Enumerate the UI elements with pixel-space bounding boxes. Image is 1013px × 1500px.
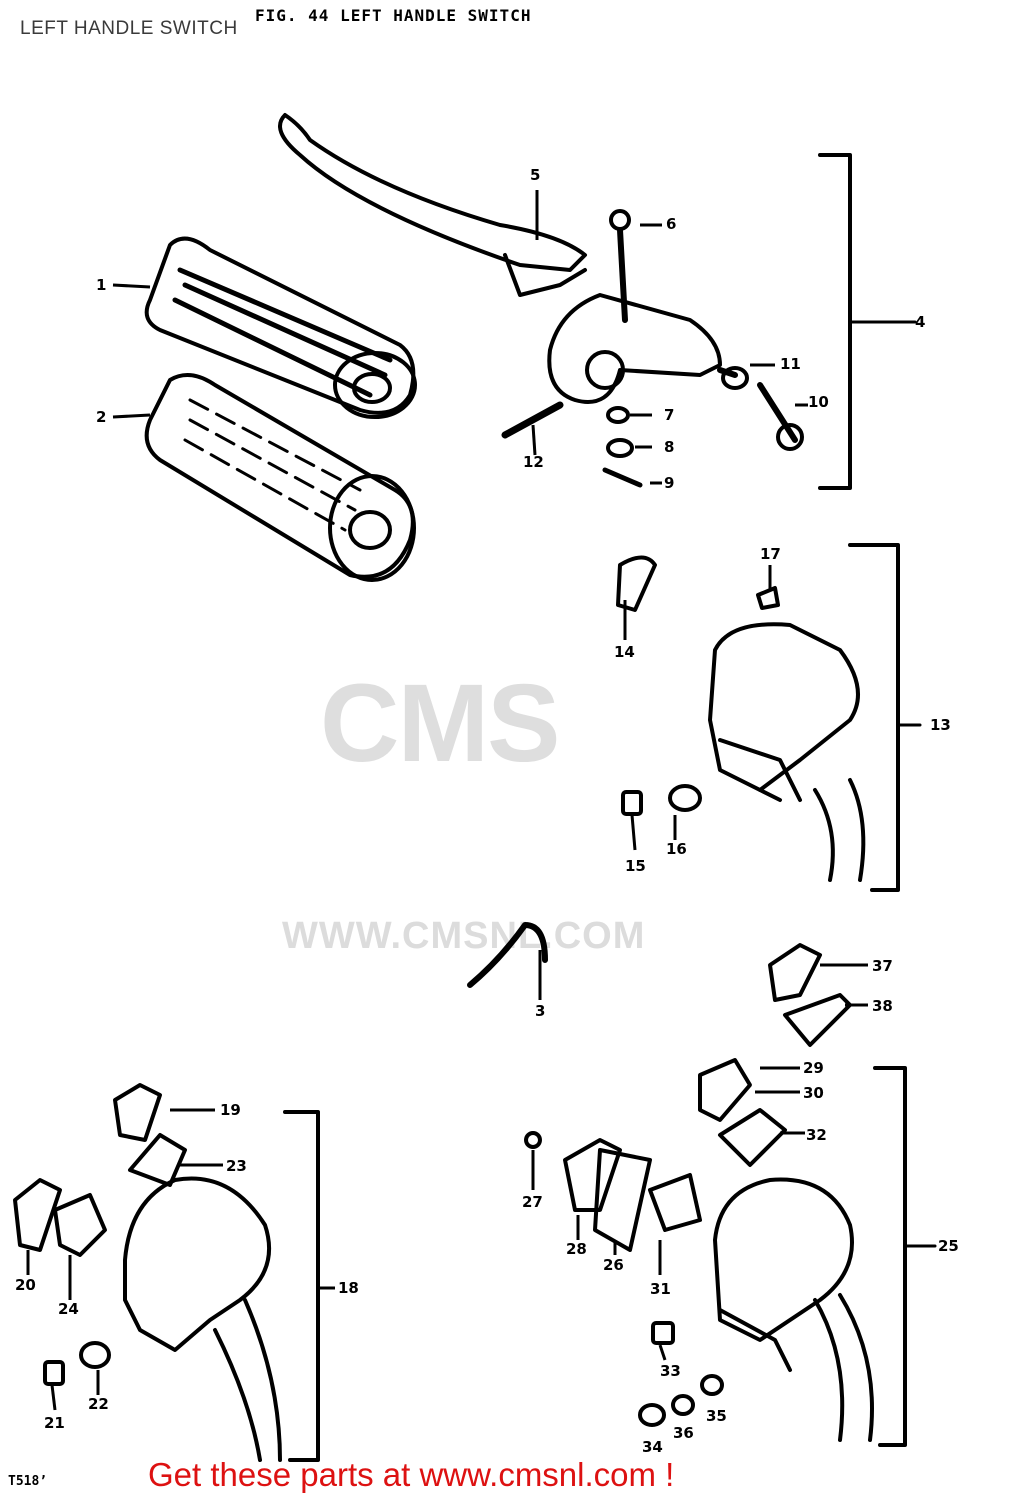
watermark-logo: CMS (320, 662, 560, 785)
callout-9: 9 (664, 474, 675, 492)
switch-housing-18 (13, 1083, 282, 1462)
callout-34: 34 (642, 1438, 663, 1456)
bracket-4 (818, 153, 852, 490)
watermark-url: WWW.CMSNL.COM (282, 915, 646, 957)
callout-14: 14 (614, 643, 635, 661)
callout-24: 24 (58, 1300, 79, 1318)
callout-15: 15 (625, 857, 646, 875)
callout-25: 25 (938, 1237, 959, 1255)
figure-code: T518’ (8, 1474, 48, 1489)
callout-18: 18 (338, 1279, 359, 1297)
callout-38: 38 (872, 997, 893, 1015)
callout-36: 36 (673, 1424, 694, 1442)
callout-19: 19 (220, 1101, 241, 1119)
switch-housing-13 (616, 555, 866, 882)
callout-33: 33 (660, 1362, 681, 1380)
callout-21: 21 (44, 1414, 65, 1432)
wire-3 (467, 922, 548, 988)
figure-title: FIG. 44 LEFT HANDLE SWITCH (255, 6, 532, 25)
callout-11: 11 (780, 355, 801, 373)
callout-1: 1 (96, 276, 107, 294)
callout-6: 6 (666, 215, 677, 233)
callout-31: 31 (650, 1280, 671, 1298)
lever-holder (501, 209, 804, 488)
callout-4: 4 (915, 313, 926, 331)
callout-13: 13 (930, 716, 951, 734)
callout-20: 20 (15, 1276, 36, 1294)
callout-32: 32 (806, 1126, 827, 1144)
bracket-18 (283, 1110, 320, 1462)
bracket-13 (848, 543, 900, 892)
callout-22: 22 (88, 1395, 109, 1413)
callout-29: 29 (803, 1059, 824, 1077)
callout-12: 12 (523, 453, 544, 471)
switch-housing-25 (524, 943, 874, 1442)
callout-17: 17 (760, 545, 781, 563)
clutch-lever (278, 113, 587, 297)
grip-lower (144, 373, 416, 582)
callout-5: 5 (530, 166, 541, 184)
callout-35: 35 (706, 1407, 727, 1425)
callout-37: 37 (872, 957, 893, 975)
callout-26: 26 (603, 1256, 624, 1274)
bracket-25 (873, 1066, 907, 1447)
callout-8: 8 (664, 438, 675, 456)
grip-upper (144, 236, 417, 419)
callout-16: 16 (666, 840, 687, 858)
callout-3: 3 (535, 1002, 546, 1020)
callout-23: 23 (226, 1157, 247, 1175)
callout-2: 2 (96, 408, 107, 426)
footer-link[interactable]: Get these parts at www.cmsnl.com ! (148, 1456, 675, 1493)
callout-7: 7 (664, 406, 675, 424)
callout-27: 27 (522, 1193, 543, 1211)
callout-10: 10 (808, 393, 829, 411)
page-title: LEFT HANDLE SWITCH (20, 18, 238, 39)
callout-30: 30 (803, 1084, 824, 1102)
callout-28: 28 (566, 1240, 587, 1258)
